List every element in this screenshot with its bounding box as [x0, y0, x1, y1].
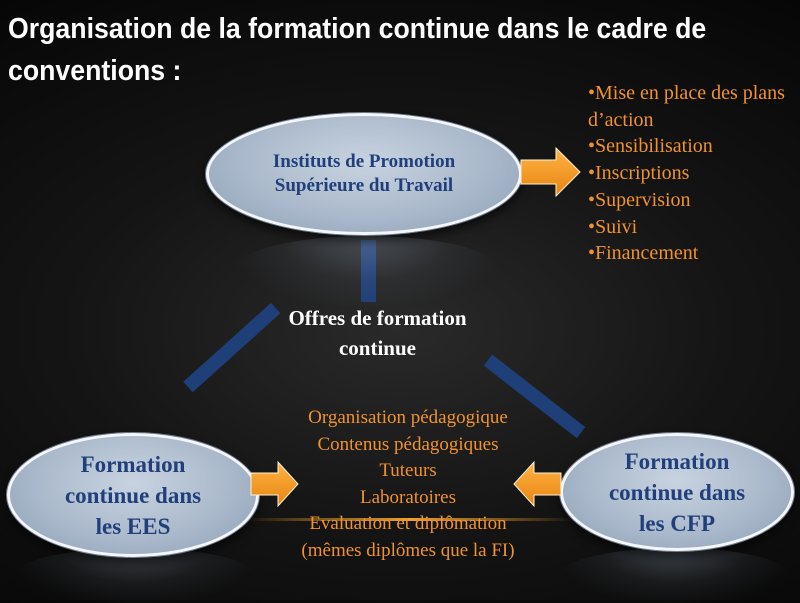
center-title: Offres de formation continue	[288, 306, 467, 360]
list-item: Evaluation et diplômation	[309, 513, 507, 534]
left-node-ellipse: Formation continue dans les EES	[7, 433, 259, 557]
right-node-ellipse: Formation continue dans les CFP	[560, 433, 794, 551]
arrow-left-icon	[513, 461, 562, 507]
right-node-reflection	[560, 548, 790, 603]
left-node-reflection	[15, 548, 255, 603]
top-actions-list: •Mise en place des plans d’action •Sensi…	[588, 80, 793, 267]
list-item: Tuteurs	[379, 460, 437, 481]
list-item: •Inscriptions	[588, 162, 690, 185]
top-node-ellipse: Instituts de Promotion Supérieure du Tra…	[206, 113, 522, 235]
list-item: •Suivi	[588, 215, 638, 238]
list-item: •Mise en place des plans d’action	[588, 82, 785, 131]
list-item: •Financement	[588, 242, 699, 265]
list-item: (mêmes diplômes que la FI)	[301, 539, 515, 561]
left-node-label: Formation continue dans les EES	[64, 451, 202, 539]
top-node-label: Instituts de Promotion Supérieure du Tra…	[272, 151, 456, 196]
list-item: Contenus pédagogiques	[317, 433, 499, 455]
list-item: Organisation pédagogique	[308, 407, 508, 428]
center-items-list: Organisation pédagogique Contenus pédago…	[270, 405, 546, 564]
arrow-right-icon	[520, 147, 581, 197]
right-node-label: Formation continue dans les CFP	[608, 448, 746, 536]
top-node-reflection	[233, 236, 501, 306]
list-item: •Sensibilisation	[588, 135, 713, 158]
connector-top	[361, 240, 376, 302]
glow-divider	[245, 518, 575, 521]
list-item: Laboratoires	[359, 486, 456, 508]
list-item: •Supervision	[588, 188, 691, 211]
page-title: Organisation de la formation continue da…	[8, 13, 707, 87]
arrow-right-icon	[250, 461, 299, 507]
